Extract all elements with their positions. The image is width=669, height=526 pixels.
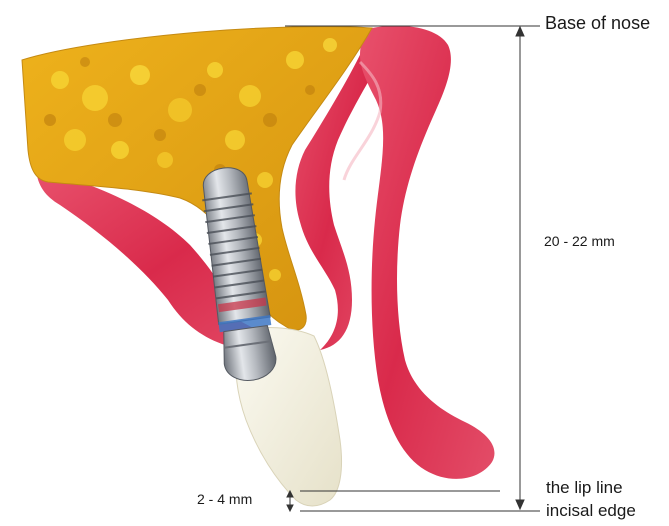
gap-range-label: 2 - 4 mm <box>197 491 252 507</box>
height-range-label: 20 - 22 mm <box>544 233 615 249</box>
lip-line-label: the lip line <box>546 478 623 498</box>
incisal-edge-label: incisal edge <box>546 501 636 521</box>
base-of-nose-label: Base of nose <box>545 13 650 34</box>
